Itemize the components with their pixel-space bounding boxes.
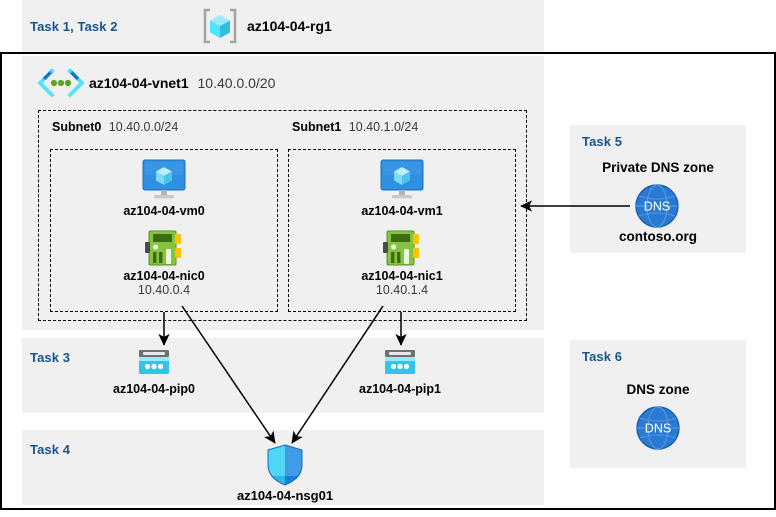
resource-group-name: az104-04-rg1 <box>247 18 332 34</box>
network-interface-icon <box>382 230 422 266</box>
network-interface-icon <box>144 230 184 266</box>
private-dns-heading: Private DNS zone <box>602 160 714 175</box>
subnet0-name: Subnet0 <box>52 120 102 134</box>
pip0-node[interactable]: az104-04-pip0 <box>95 348 213 396</box>
task-label-1-2: Task 1, Task 2 <box>30 19 118 34</box>
virtual-machine-icon <box>379 158 425 200</box>
task-label-3: Task 3 <box>30 350 71 365</box>
subnet0-header: Subnet0 10.40.0.0/24 <box>52 120 178 134</box>
public-ip-address-icon <box>382 348 418 378</box>
svg-text:DNS: DNS <box>645 422 671 436</box>
task-label-4: Task 4 <box>30 442 71 457</box>
vnet-name: az104-04-vnet1 <box>89 75 189 91</box>
private-dns-zone-name: contoso.org <box>619 229 697 244</box>
nic0-label: az104-04-nic0 <box>123 269 205 283</box>
public-ip-panel <box>22 338 544 413</box>
subnets-container <box>38 110 527 321</box>
pip1-label: az104-04-pip1 <box>359 382 441 396</box>
resource-group-icon <box>200 7 240 45</box>
nic0-ip: 10.40.0.4 <box>137 283 191 297</box>
subnet1-header: Subnet1 10.40.1.0/24 <box>292 120 418 134</box>
pip1-node[interactable]: az104-04-pip1 <box>341 348 459 396</box>
vm0-node[interactable]: az104-04-vm0 <box>104 158 224 218</box>
vnet-address-space: 10.40.0.0/20 <box>197 75 276 91</box>
subnet1-name: Subnet1 <box>292 120 342 134</box>
vm1-label: az104-04-vm1 <box>361 204 443 218</box>
network-security-group-icon[interactable] <box>265 443 305 487</box>
vnet-panel <box>22 56 544 330</box>
nic1-node[interactable]: az104-04-nic1 10.40.1.4 <box>342 230 462 298</box>
nic1-ip: 10.40.1.4 <box>375 283 429 297</box>
dns-zone-heading: DNS zone <box>626 382 690 397</box>
nic0-node[interactable]: az104-04-nic0 10.40.0.4 <box>104 230 224 298</box>
task-label-5: Task 5 <box>582 134 623 149</box>
public-ip-address-icon <box>136 348 172 378</box>
virtual-network-icon <box>36 68 86 98</box>
dns-zone-icon[interactable]: DNS <box>633 182 681 230</box>
subnet0-box <box>50 149 278 312</box>
resource-group-name-text: az104-04-rg1 <box>247 18 332 34</box>
subnet1-box <box>288 149 516 312</box>
resource-group-band <box>22 0 544 52</box>
nsg-label: az104-04-nsg01 <box>236 488 334 503</box>
vm1-node[interactable]: az104-04-vm1 <box>342 158 462 218</box>
vm0-label: az104-04-vm0 <box>123 204 205 218</box>
diagram-outer-border <box>0 52 776 510</box>
virtual-machine-icon <box>141 158 187 200</box>
nic1-label: az104-04-nic1 <box>361 269 443 283</box>
pip0-label: az104-04-pip0 <box>113 382 195 396</box>
subnet0-address-space: 10.40.0.0/24 <box>108 120 179 134</box>
vnet-header: az104-04-vnet1 10.40.0.0/20 <box>89 75 275 91</box>
task-label-6: Task 6 <box>582 349 623 364</box>
dns-zone-icon[interactable]: DNS <box>634 404 682 452</box>
subnet1-address-space: 10.40.1.0/24 <box>348 120 419 134</box>
svg-text:DNS: DNS <box>644 200 670 214</box>
